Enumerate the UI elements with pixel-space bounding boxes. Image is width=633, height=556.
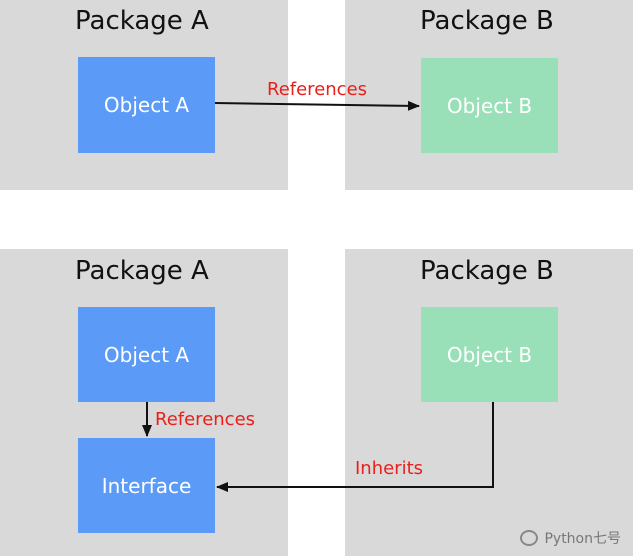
references-label-bottom: References [155,409,256,430]
object-b-label-top: Object B [446,93,533,118]
inherits-arrow [216,402,494,492]
object-a-box-bottom: Object A [78,307,215,402]
object-b-label-bottom: Object B [446,342,533,367]
wechat-icon [520,530,539,546]
object-b-box-top: Object B [421,58,558,153]
package-a-title-bottom: Package A [75,256,209,286]
package-a-title-top: Package A [75,6,209,36]
object-a-label-bottom: Object A [103,342,190,367]
object-b-box-bottom: Object B [421,307,558,402]
package-b-title-top: Package B [420,6,554,36]
interface-box: Interface [78,438,215,533]
watermark-text: Python七号 [544,531,621,547]
interface-label: Interface [101,473,192,498]
object-a-label-top: Object A [103,93,190,117]
inherits-label: Inherits [355,458,424,479]
references-label-top: References [267,79,368,100]
object-a-box-top: Object A [78,57,215,153]
package-b-panel-bottom [345,249,633,556]
references-arrow-top [214,100,420,111]
watermark: Python七号 [520,528,621,548]
package-b-title-bottom: Package B [420,256,554,286]
